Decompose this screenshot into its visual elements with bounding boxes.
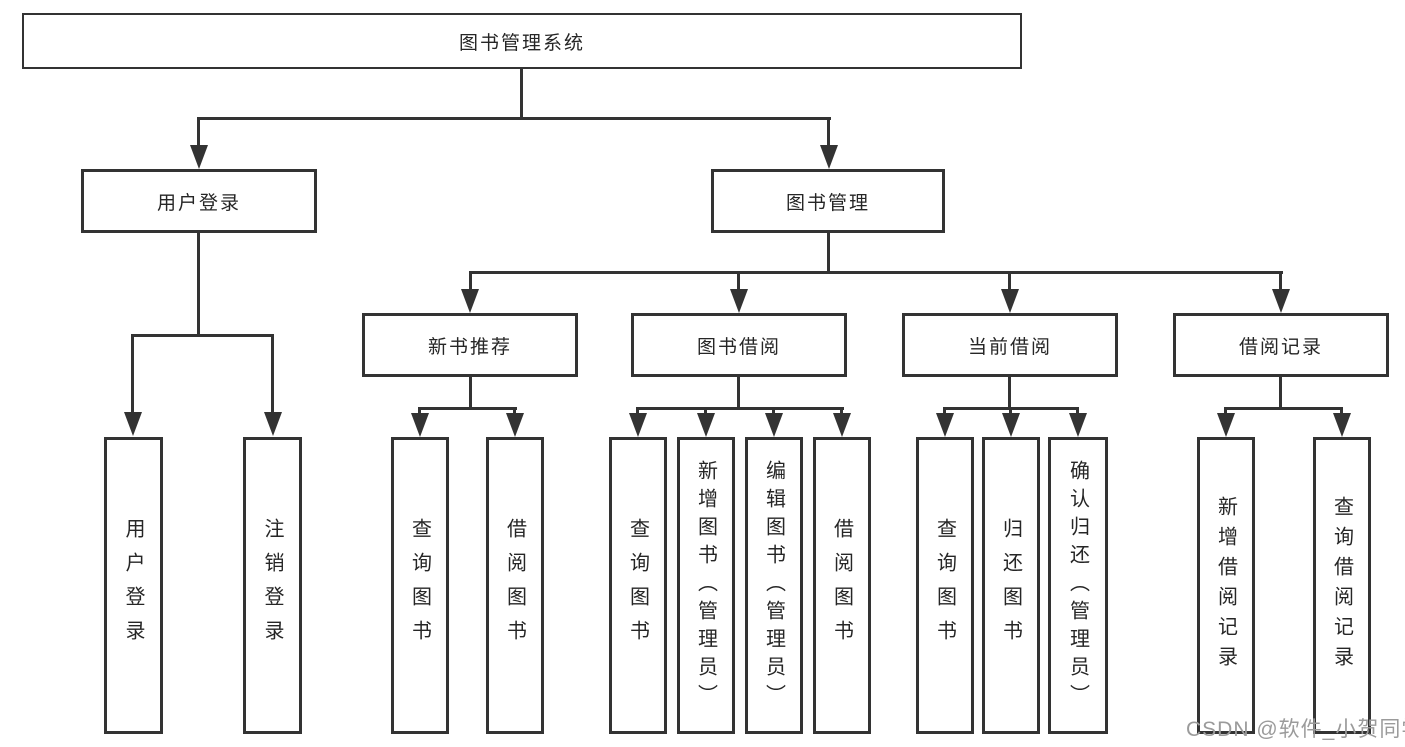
leaf-current-confirm-return-label: 确认归还（管理员） <box>1066 459 1089 712</box>
leaf-logout-label: 注销登录 <box>261 517 283 654</box>
leaf-current-return-books: 归还图书 <box>982 437 1040 734</box>
leaf-borrowing-edit-books: 编辑图书（管理员） <box>745 437 803 734</box>
connector-br-query-stem <box>1340 407 1343 416</box>
arrowhead-book-management <box>820 145 838 169</box>
arrowhead-current-borrowing <box>1001 289 1019 313</box>
leaf-borrowing-query-books-label: 查询图书 <box>626 517 649 654</box>
arrowhead-leaf-logout <box>264 412 282 436</box>
connector-bb-query-stem <box>636 407 639 416</box>
connector-user-login-stem <box>197 232 200 336</box>
leaf-records-add-record-label: 新增借阅记录 <box>1214 495 1237 676</box>
arrowhead-br-query-record <box>1333 413 1351 437</box>
leaf-recommend-borrow-books-label: 借阅图书 <box>503 517 526 654</box>
arrowhead-cb-return-books <box>1002 413 1020 437</box>
arrowhead-leaf-user-login <box>124 412 142 436</box>
leaf-borrowing-borrow-books: 借阅图书 <box>813 437 871 734</box>
connector-current-borrowing-stem <box>1008 271 1011 291</box>
node-book-management: 图书管理 <box>711 169 945 233</box>
node-root-label: 图书管理系统 <box>458 32 585 54</box>
connector-borrowing-stem <box>737 377 740 408</box>
connector-bb-edit-stem <box>772 407 775 416</box>
leaf-borrowing-borrow-books-label: 借阅图书 <box>830 517 853 654</box>
leaf-current-query-books-label: 查询图书 <box>933 517 956 654</box>
connector-rec-query-stem <box>418 407 421 416</box>
leaf-records-add-record: 新增借阅记录 <box>1197 437 1255 734</box>
arrowhead-new-book-recommend <box>461 289 479 313</box>
leaf-borrowing-edit-books-label: 编辑图书（管理员） <box>762 459 785 712</box>
node-user-login-label: 用户登录 <box>156 192 241 214</box>
connector-new-book-recommend-stem <box>469 271 472 291</box>
arrowhead-bb-edit-books <box>765 413 783 437</box>
arrowhead-bb-add-books <box>697 413 715 437</box>
connector-user-login-rail <box>131 334 274 337</box>
csdn-watermark: CSDN @软件_小贺同学 <box>1186 718 1405 741</box>
node-new-book-recommend-label: 新书推荐 <box>427 336 512 358</box>
connector-records-stem <box>1279 377 1282 408</box>
arrowhead-bb-borrow-books <box>833 413 851 437</box>
leaf-borrowing-query-books: 查询图书 <box>609 437 667 734</box>
node-root: 图书管理系统 <box>22 13 1022 69</box>
connector-arrow-user-login-stem <box>197 117 200 147</box>
connector-book-management-stem <box>827 233 830 273</box>
connector-leaf-logout-stem <box>271 334 274 414</box>
arrowhead-rec-query-books <box>411 413 429 437</box>
connector-cb-confirm-stem <box>1076 407 1079 416</box>
arrowhead-user-login <box>190 145 208 169</box>
arrowhead-cb-query-books <box>936 413 954 437</box>
connector-br-add-stem <box>1224 407 1227 416</box>
arrowhead-rec-borrow-books <box>506 413 524 437</box>
node-current-borrowing-label: 当前借阅 <box>967 336 1052 358</box>
leaf-recommend-query-books-label: 查询图书 <box>408 517 431 654</box>
connector-rec-borrow-stem <box>513 407 516 416</box>
node-book-borrowing-label: 图书借阅 <box>696 336 781 358</box>
leaf-logout: 注销登录 <box>243 437 302 734</box>
arrowhead-bb-query-books <box>629 413 647 437</box>
arrowhead-cb-confirm-return <box>1069 413 1087 437</box>
connector-cb-query-stem <box>943 407 946 416</box>
connector-recommend-stem <box>469 377 472 408</box>
node-borrowing-records-label: 借阅记录 <box>1238 336 1323 358</box>
node-book-management-label: 图书管理 <box>785 192 870 214</box>
arrowhead-book-borrowing <box>730 289 748 313</box>
connector-bb-borrow-stem <box>840 407 843 416</box>
connector-root-rail <box>198 117 831 120</box>
leaf-recommend-borrow-books: 借阅图书 <box>486 437 544 734</box>
leaf-records-query-record: 查询借阅记录 <box>1313 437 1371 734</box>
connector-borrowing-rail <box>636 407 844 410</box>
node-user-login: 用户登录 <box>81 169 317 233</box>
connector-records-rail <box>1224 407 1343 410</box>
connector-bb-add-stem <box>704 407 707 416</box>
leaf-borrowing-add-books-label: 新增图书（管理员） <box>694 459 717 712</box>
node-borrowing-records: 借阅记录 <box>1173 313 1389 377</box>
connector-cb-return-stem <box>1009 407 1012 416</box>
connector-borrowing-records-stem <box>1279 271 1282 291</box>
node-new-book-recommend: 新书推荐 <box>362 313 578 377</box>
arrowhead-borrowing-records <box>1272 289 1290 313</box>
leaf-records-query-record-label: 查询借阅记录 <box>1330 495 1353 676</box>
leaf-user-login: 用户登录 <box>104 437 163 734</box>
connector-root-stem <box>520 69 523 119</box>
connector-level3-rail <box>469 271 1283 274</box>
connector-recommend-rail <box>418 407 517 410</box>
leaf-current-confirm-return: 确认归还（管理员） <box>1048 437 1108 734</box>
arrowhead-br-add-record <box>1217 413 1235 437</box>
connector-leaf-user-login-stem <box>131 334 134 414</box>
leaf-current-return-books-label: 归还图书 <box>999 517 1022 654</box>
leaf-user-login-label: 用户登录 <box>122 517 144 654</box>
leaf-borrowing-add-books: 新增图书（管理员） <box>677 437 735 734</box>
node-book-borrowing: 图书借阅 <box>631 313 847 377</box>
leaf-current-query-books: 查询图书 <box>916 437 974 734</box>
connector-current-stem <box>1008 377 1011 408</box>
connector-book-borrowing-stem <box>737 271 740 291</box>
leaf-recommend-query-books: 查询图书 <box>391 437 449 734</box>
connector-arrow-book-management-stem <box>827 117 830 147</box>
node-current-borrowing: 当前借阅 <box>902 313 1118 377</box>
